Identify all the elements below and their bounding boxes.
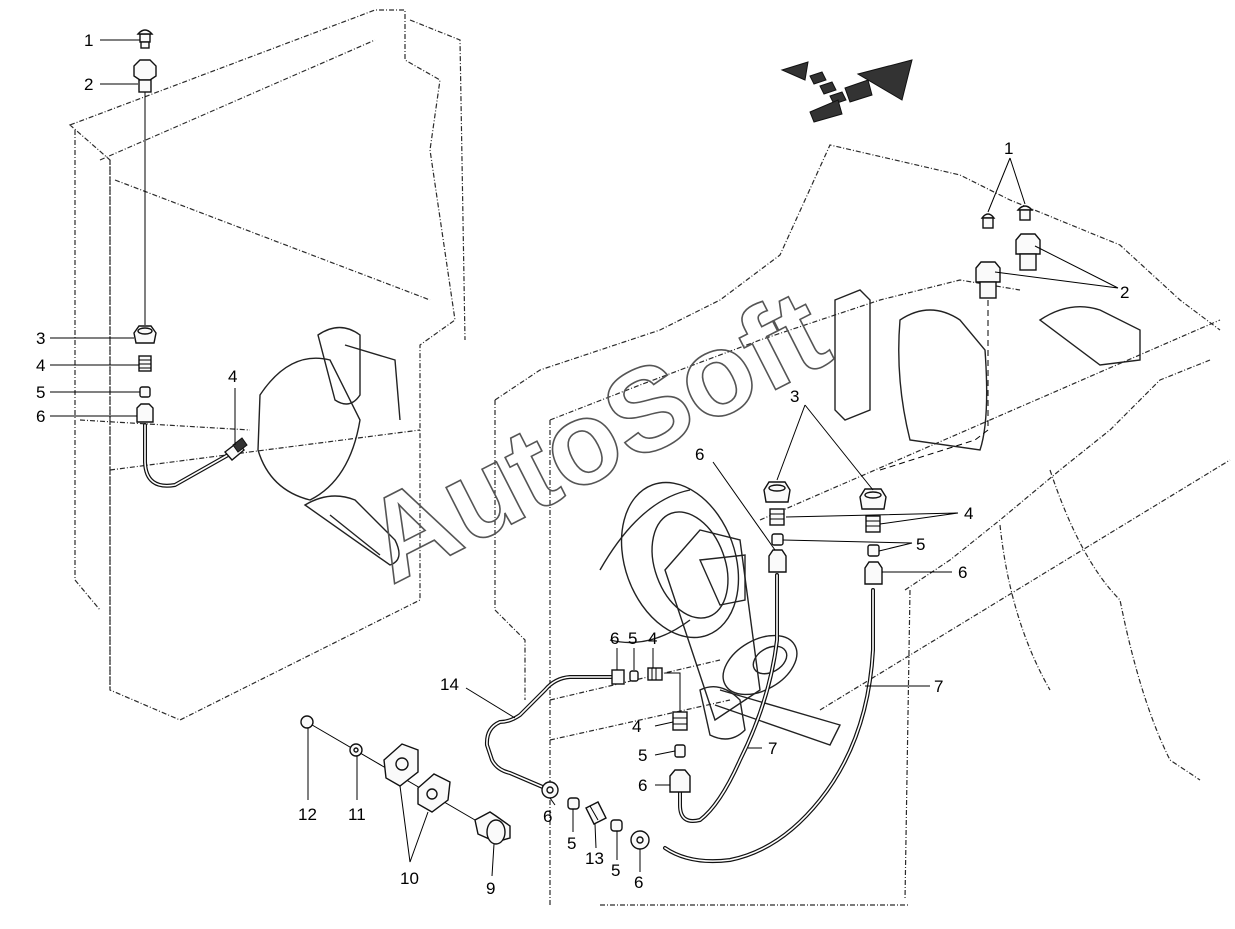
- dashed-connections: [144, 92, 989, 471]
- nut-left-6: [136, 403, 154, 423]
- pivot-axle-assembly: [599, 481, 842, 746]
- adapter-left: [133, 59, 157, 93]
- callout-5-bottom-a: 5: [567, 834, 576, 853]
- left-mount-bracket: [257, 326, 401, 566]
- callout-4-lower: 4: [632, 717, 641, 736]
- fitting-left-elbow-4: [223, 437, 248, 461]
- seal-left-5: [139, 386, 151, 398]
- callout-6-right: 6: [958, 563, 967, 582]
- callout-4-left: 4: [36, 356, 45, 375]
- grease-nipple-left: [136, 29, 154, 49]
- pipe-bottom-fittings: [541, 781, 650, 850]
- callout-3-left: 3: [36, 329, 45, 348]
- callout-7-middle: 7: [768, 739, 777, 758]
- callout-7-right: 7: [934, 677, 943, 696]
- callout-6-bottom-b: 6: [634, 873, 643, 892]
- callout-5-left: 5: [36, 383, 45, 402]
- callout-6-right-top: 6: [695, 445, 704, 464]
- callout-9: 9: [486, 879, 495, 898]
- adapter-right-b: [1015, 233, 1041, 271]
- right-top-block: [834, 289, 1141, 451]
- callout-2-right: 2: [1120, 283, 1129, 302]
- callout-3-right: 3: [790, 387, 799, 406]
- callout-14: 14: [440, 675, 459, 694]
- leader-lines: [50, 39, 1119, 877]
- callout-5-bottom-b: 5: [611, 861, 620, 880]
- pipe-14: [484, 672, 681, 790]
- seal-lower-5: [674, 744, 686, 758]
- callout-12: 12: [298, 805, 317, 824]
- nut-lower-6: [669, 769, 691, 793]
- callout-5-pipe: 5: [628, 629, 637, 648]
- callout-6-left: 6: [36, 407, 45, 426]
- callout-6-bottom: 6: [543, 807, 552, 826]
- fitting-right-4a: [769, 508, 785, 526]
- seal-right-5a: [771, 533, 784, 546]
- grease-nipple-right-a: [980, 213, 996, 229]
- hex-nut-right-3b: [859, 488, 887, 510]
- orientation-arrows: [780, 59, 913, 123]
- callout-5-right: 5: [916, 535, 925, 554]
- hose-left-7: [143, 423, 230, 488]
- pipe-top-fittings: [611, 667, 663, 685]
- callout-10: 10: [400, 869, 419, 888]
- hose-middle-7: [678, 573, 779, 823]
- callout-2-left: 2: [84, 75, 93, 94]
- callout-13: 13: [585, 849, 604, 868]
- seal-right-5b: [867, 544, 880, 557]
- hex-nut-right-3a: [763, 481, 791, 503]
- grease-nipple-right-b: [1016, 205, 1034, 221]
- callout-5-lower: 5: [638, 746, 647, 765]
- fitting-lower-4: [672, 711, 688, 731]
- right-frame-structure: [494, 144, 1231, 906]
- callout-1-right: 1: [1004, 139, 1013, 158]
- callout-4-right: 4: [964, 504, 973, 523]
- fitting-right-4b: [865, 515, 881, 533]
- clamp-assembly: [300, 715, 511, 845]
- callout-6-lower: 6: [638, 776, 647, 795]
- fitting-left-4: [138, 355, 152, 372]
- callout-6-pipe: 6: [610, 629, 619, 648]
- nut-right-6a: [768, 549, 787, 573]
- callout-4-pipe: 4: [648, 629, 657, 648]
- callout-1-left: 1: [84, 31, 93, 50]
- callout-labels: 1 2 3 4 5 6 4 1 2 3 6 4 5 6 7 7 6 5 4 14…: [36, 31, 1129, 898]
- left-frame-structure: [68, 9, 466, 721]
- callout-4-elbow: 4: [228, 367, 237, 386]
- nut-right-6b: [864, 561, 883, 585]
- adapter-right-a: [975, 261, 1001, 299]
- hex-nut-left-3: [133, 325, 157, 344]
- callout-11: 11: [348, 805, 366, 824]
- hose-right-7: [663, 588, 875, 864]
